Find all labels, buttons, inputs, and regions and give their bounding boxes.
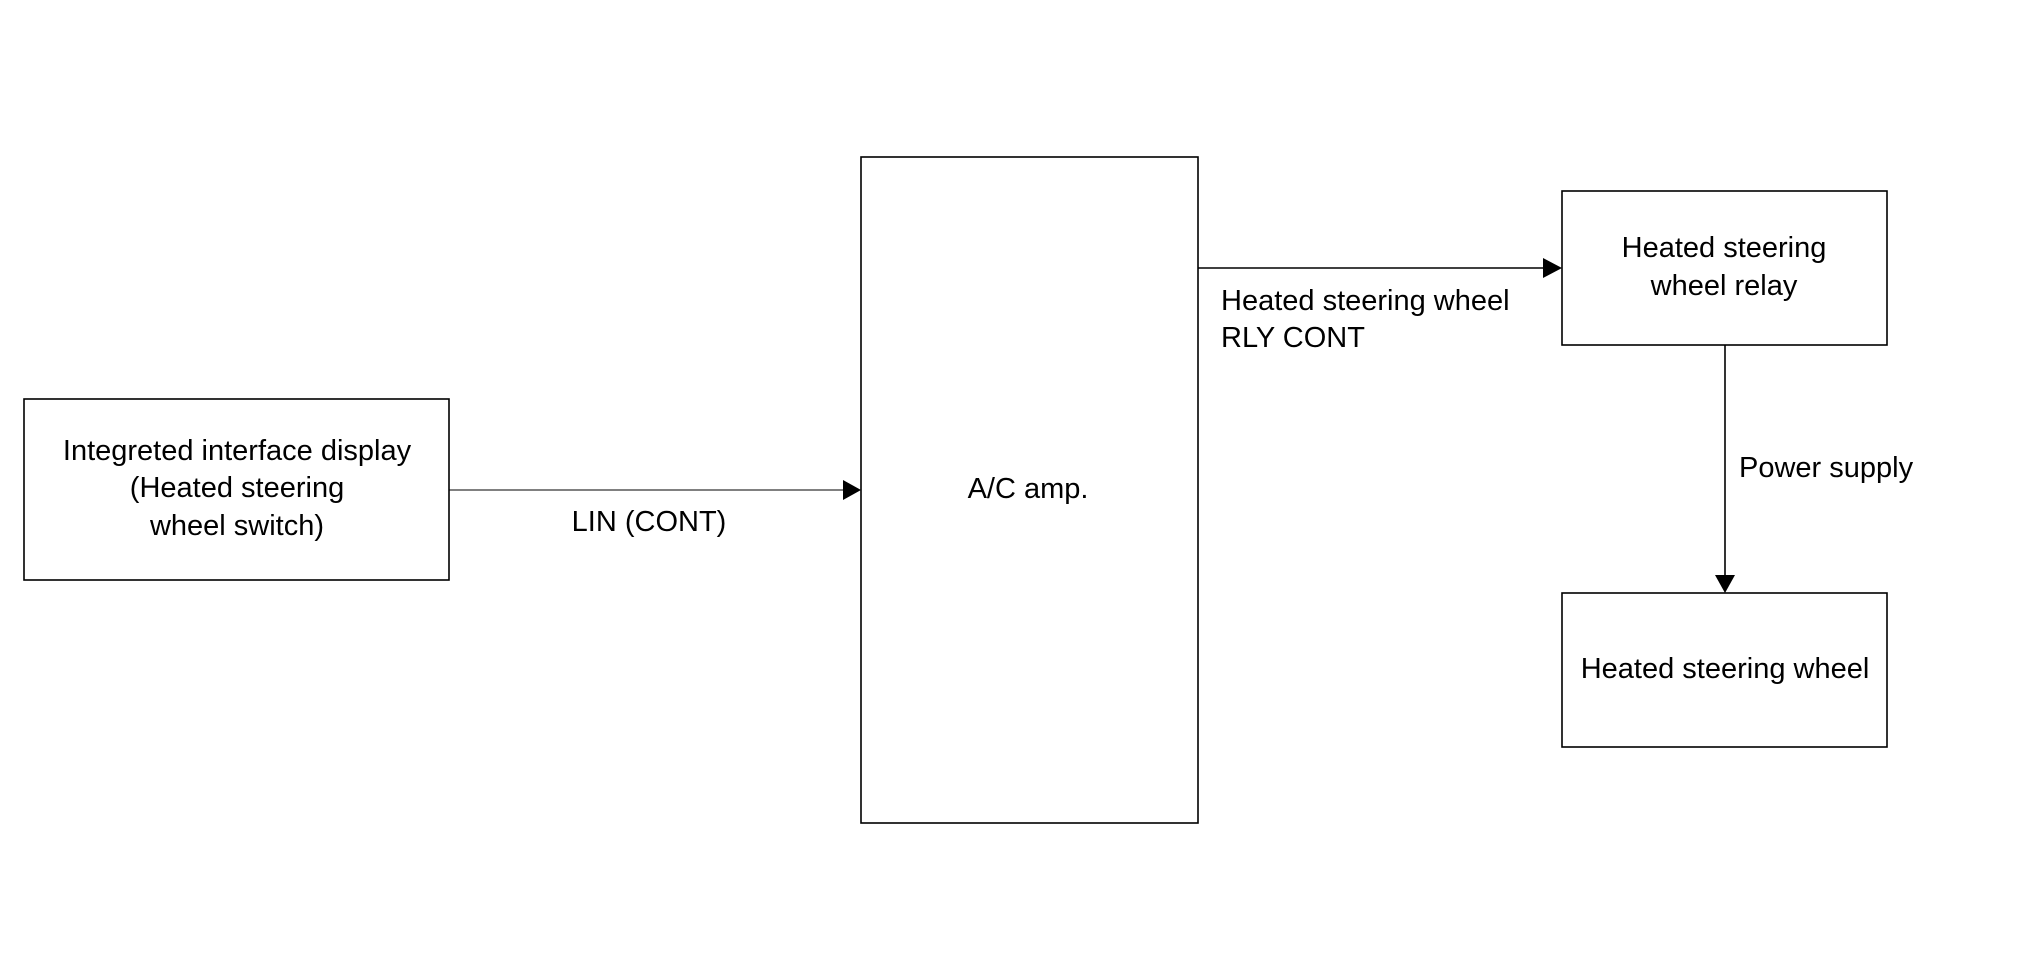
power-supply-label: Power supply: [1739, 452, 1914, 484]
display-label-line3: wheel switch): [149, 510, 324, 542]
wheel-label: Heated steering wheel: [1581, 653, 1870, 685]
rly-cont-label-line2: RLY CONT: [1221, 322, 1365, 354]
rly-cont-label-line1: Heated steering wheel: [1221, 285, 1510, 317]
display-box: [23, 398, 450, 581]
relay-label-line1: Heated steering: [1622, 232, 1827, 264]
ac-amp-block: A/C amp.: [860, 156, 1199, 824]
lin-label: LIN (CONT): [572, 506, 727, 538]
display-block: Integreted interface display (Heated ste…: [23, 398, 450, 581]
display-label-line1: Integreted interface display: [63, 435, 412, 467]
display-label-line2: (Heated steering: [130, 472, 344, 504]
relay-block: Heated steering wheel relay: [1561, 190, 1888, 346]
relay-label-line2: wheel relay: [1650, 270, 1798, 302]
wheel-block: Heated steering wheel: [1561, 592, 1888, 748]
ac-amp-box: [860, 156, 1199, 824]
rly-cont-arrowhead: [1543, 258, 1562, 278]
lin-arrowhead: [843, 480, 861, 500]
power-supply-arrowhead: [1715, 575, 1735, 593]
wheel-box: [1561, 592, 1888, 748]
ac-amp-label: A/C amp.: [968, 473, 1089, 505]
power-supply-connection: Power supply: [1715, 345, 1914, 593]
relay-box: [1561, 190, 1888, 346]
rly-cont-connection: Heated steering wheel RLY CONT: [1198, 258, 1562, 354]
lin-connection: LIN (CONT): [449, 480, 861, 538]
